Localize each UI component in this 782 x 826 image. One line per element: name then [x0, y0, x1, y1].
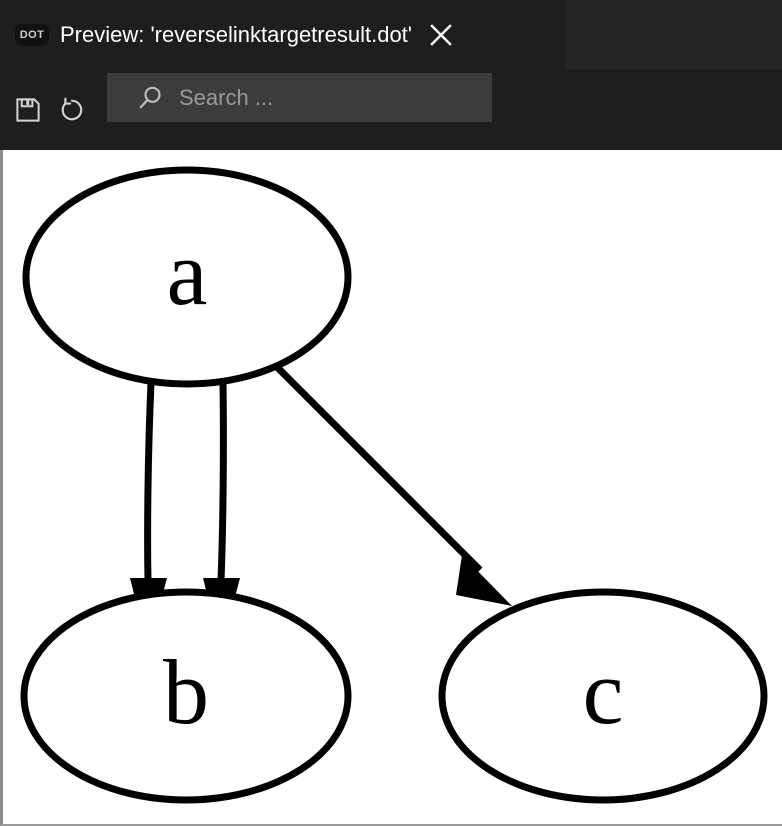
node-c-label: c: [583, 641, 624, 743]
tab-title: Preview: 'reverselinktargetresult.dot': [60, 21, 412, 47]
search-input[interactable]: [179, 84, 480, 111]
node-c[interactable]: c: [438, 588, 768, 804]
close-icon[interactable]: [424, 18, 458, 52]
graph-canvas[interactable]: a b c: [0, 150, 782, 826]
save-icon[interactable]: [8, 90, 48, 130]
edge-a-c: [274, 364, 512, 606]
tab-dot-preview[interactable]: DOT Preview: 'reverselinktargetresult.do…: [0, 0, 565, 69]
node-b[interactable]: b: [20, 588, 352, 804]
node-b-label: b: [163, 641, 209, 743]
search-icon: [135, 83, 165, 113]
tab-bar: DOT Preview: 'reverselinktargetresult.do…: [0, 0, 782, 69]
node-a-label: a: [167, 222, 208, 324]
search-box[interactable]: [107, 73, 492, 122]
refresh-icon[interactable]: [52, 90, 92, 130]
dot-file-icon: DOT: [15, 23, 49, 46]
node-a[interactable]: a: [22, 166, 352, 388]
